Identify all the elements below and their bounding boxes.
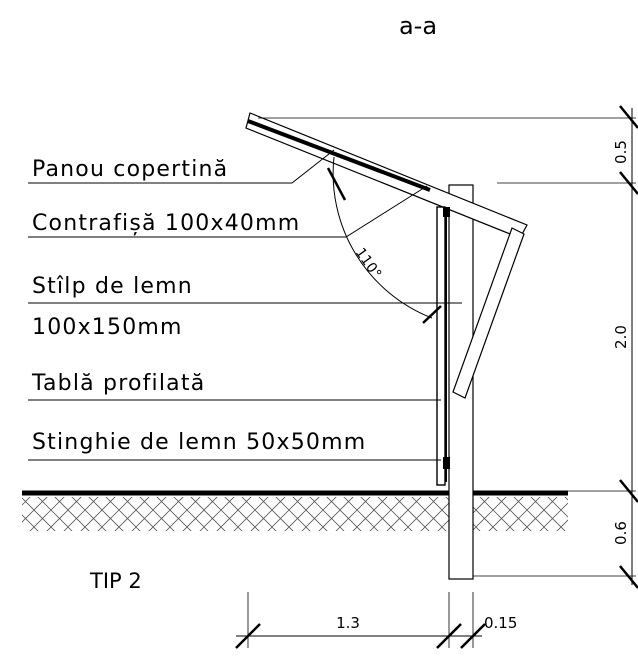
callout-brace: Contrafișă 100x40mm <box>32 211 300 236</box>
canopy-inner-line <box>247 119 431 192</box>
angle-tick-bottom <box>422 305 442 324</box>
ground <box>22 490 568 531</box>
angle-label: 110° <box>352 245 384 282</box>
dim-overhang: 1.3 <box>336 614 360 632</box>
rail-block-bottom <box>443 457 450 469</box>
section-title: a-a <box>399 12 437 40</box>
horizontal-dimensions: 1.3 0.15 <box>235 592 517 649</box>
leader-brace <box>28 185 428 238</box>
dim-main-height: 2.0 <box>612 325 630 349</box>
callout-canopy-panel: Panou copertină <box>32 157 228 182</box>
callout-post-line1: Stîlp de lemn <box>32 274 193 299</box>
type-label: TIP 2 <box>89 569 142 593</box>
dim-post-width: 0.15 <box>484 614 517 632</box>
callout-sheet: Tablă profilată <box>31 371 205 396</box>
rail-block-top <box>443 207 450 217</box>
callout-post-line2: 100x150mm <box>32 315 183 340</box>
wall-post <box>436 206 450 486</box>
earth-hatch <box>22 497 568 531</box>
vertical-dimensions: 0.5 2.0 0.6 <box>258 105 638 589</box>
angle-arc <box>332 156 433 319</box>
callout-rail: Stinghie de lemn 50x50mm <box>32 430 366 455</box>
callouts: Panou copertină Contrafișă 100x40mm Stîl… <box>28 149 462 461</box>
leader-canopy-panel <box>28 149 335 184</box>
dim-top-height: 0.5 <box>612 140 630 164</box>
angle-tick-top <box>326 167 347 201</box>
wooden-post <box>436 206 446 486</box>
diagonal-brace <box>452 227 525 399</box>
dim-footing-depth: 0.6 <box>612 521 630 545</box>
canopy <box>245 112 528 399</box>
